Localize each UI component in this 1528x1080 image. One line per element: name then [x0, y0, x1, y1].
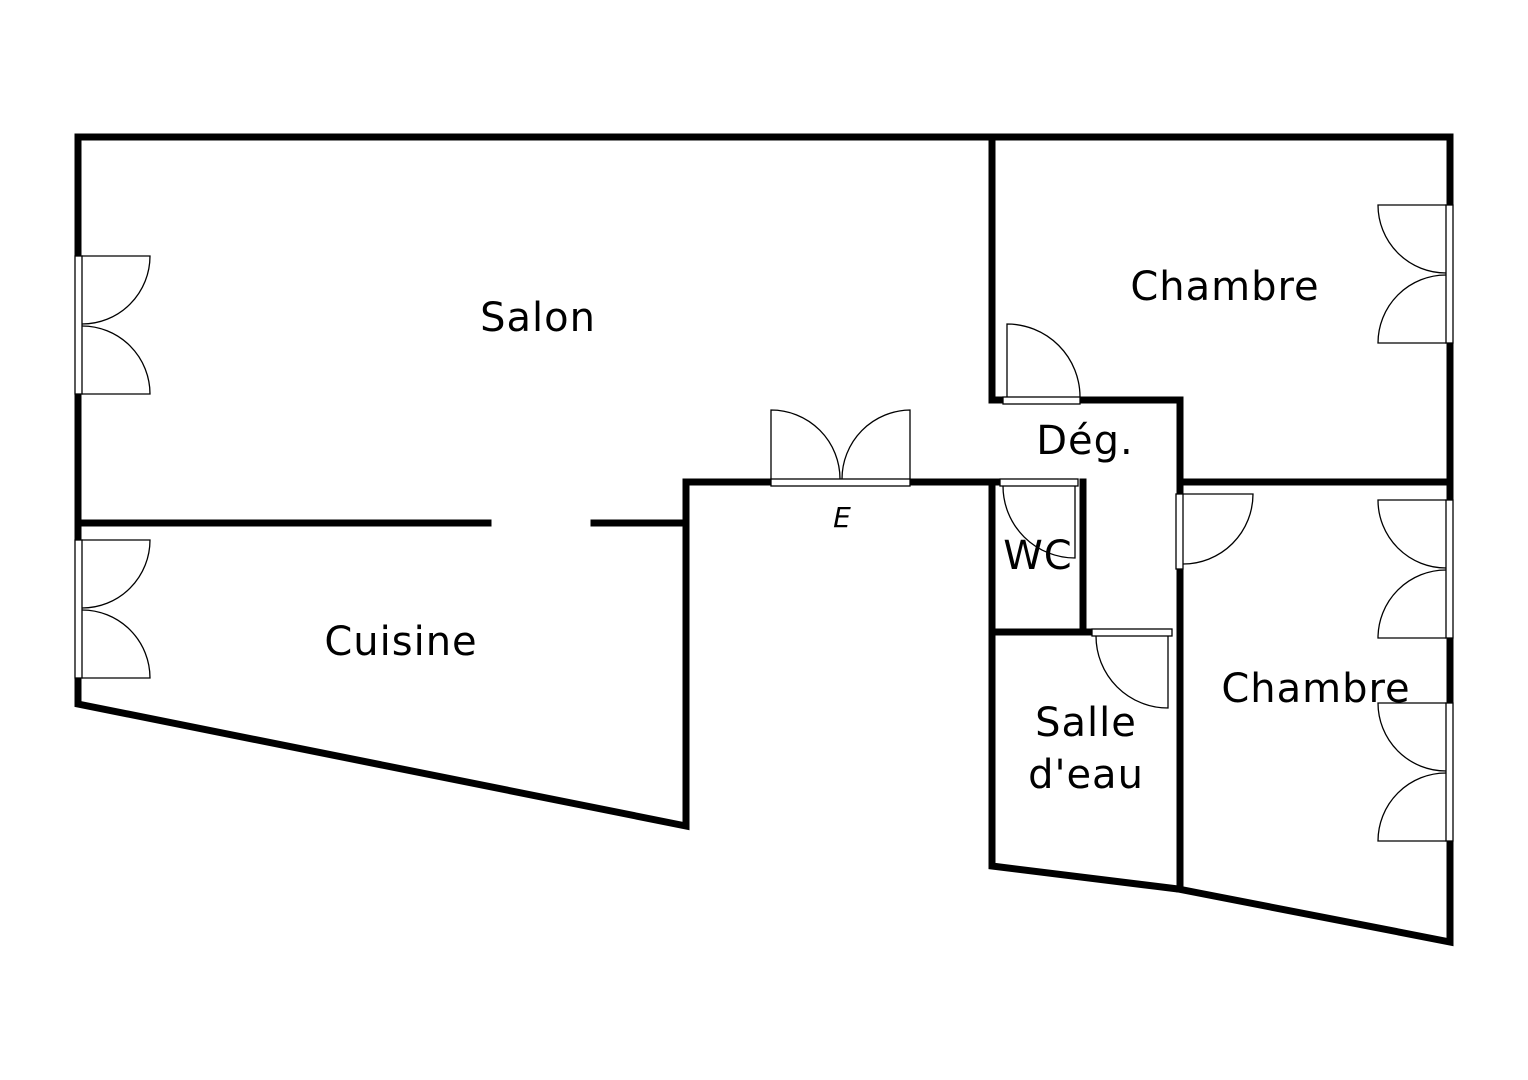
entrance-door-swing-icon [770, 409, 911, 480]
door-wc-swing-icon [1002, 485, 1076, 559]
door-chambre1-swing-icon [1006, 323, 1081, 398]
wall-corridor-top [1076, 396, 1454, 486]
door-chambre2-swing-icon [1182, 493, 1254, 565]
room-labels: Salon Cuisine Chambre Chambre Dég. WC Sa… [324, 264, 1410, 798]
window-chambre1-swing-icon [1377, 204, 1447, 344]
room-label-chambre-1: Chambre [1130, 264, 1319, 310]
room-label-chambre-2: Chambre [1221, 666, 1410, 712]
wall-left-block-outline [74, 133, 1007, 831]
door-chambre2-frame [1175, 493, 1184, 570]
entrance-door-frame [770, 478, 911, 487]
window-salon-swing-icon [81, 255, 151, 395]
room-label-wc: WC [1003, 533, 1072, 579]
walls [74, 133, 1454, 947]
room-label-salle-deau-line2: d'eau [1028, 752, 1144, 798]
window-cuisine-swing-icon [81, 539, 151, 679]
room-label-salle-deau-line1: Salle [1035, 700, 1137, 746]
room-label-degagement: Dég. [1036, 418, 1134, 464]
door-chambre1-frame [1002, 396, 1081, 405]
entrance-marker: E [833, 501, 851, 534]
window-chambre2-upper-frame [1445, 499, 1454, 639]
door-salle-deau-frame [1091, 628, 1173, 637]
window-salon-frame [74, 255, 83, 395]
window-chambre1-frame [1445, 204, 1454, 344]
room-label-cuisine: Cuisine [324, 619, 477, 665]
window-cuisine-frame [74, 539, 83, 679]
door-swings [81, 204, 1447, 842]
door-salle-deau-swing-icon [1095, 635, 1169, 709]
window-chambre2-lower-frame [1445, 702, 1454, 842]
frames [74, 204, 1454, 842]
door-wc-frame [999, 478, 1079, 487]
window-chambre2-lower-swing-icon [1377, 702, 1447, 842]
window-chambre2-upper-swing-icon [1377, 499, 1447, 639]
room-label-salon: Salon [480, 295, 596, 341]
